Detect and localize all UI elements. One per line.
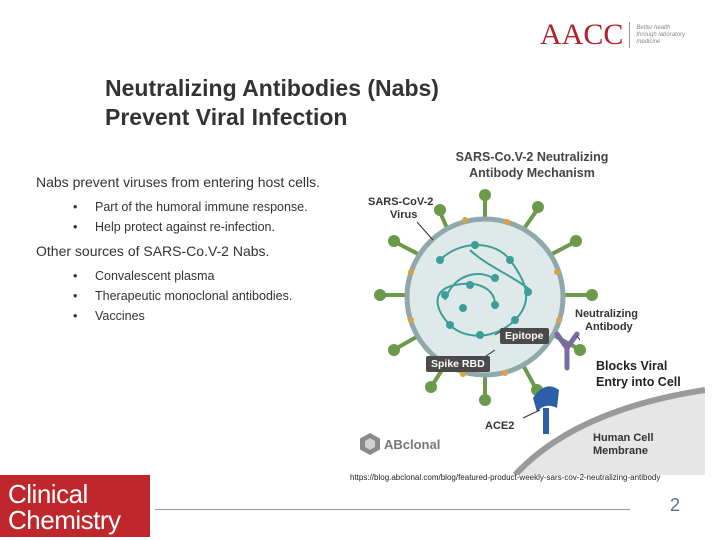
blocks-entry-line1: Blocks Viral xyxy=(596,358,681,374)
bullet: • xyxy=(73,217,77,237)
list-item-text: Vaccines xyxy=(95,309,145,323)
list-item-text: Convalescent plasma xyxy=(95,269,215,283)
list-item-text: Help protect against re-infection. xyxy=(95,220,275,234)
bullet: • xyxy=(73,197,77,217)
ace2-receptor xyxy=(533,386,559,434)
bullet: • xyxy=(73,286,77,306)
sources-list: • Convalescent plasma • Therapeutic monocl… xyxy=(36,266,346,326)
list-item-text: Part of the humoral immune response. xyxy=(95,200,308,214)
antibody-mechanism-figure: SARS-Co.V-2 Neutralizing Antibody Mechan… xyxy=(345,140,705,475)
source-url: https://blog.abclonal.com/blog/featured-… xyxy=(350,473,660,482)
abclonal-hexagon-icon xyxy=(359,432,381,456)
figure-title-line2: Antibody Mechanism xyxy=(442,165,622,181)
list-item: • Part of the humoral immune response. xyxy=(36,197,346,217)
blocks-entry-label: Blocks Viral Entry into Cell xyxy=(596,358,681,390)
antibody-label-line2: Antibody xyxy=(575,321,638,334)
nabs-list: • Part of the humoral immune response. • H… xyxy=(36,197,346,237)
bullet: • xyxy=(73,306,77,326)
slide-title: Neutralizing Antibodies (Nabs) Prevent V… xyxy=(105,74,525,132)
aacc-logo-text: AACC xyxy=(540,20,623,50)
footer-divider xyxy=(155,509,630,510)
virus-envelope xyxy=(407,219,563,375)
abclonal-text: ABclonal xyxy=(384,437,440,452)
list-item: • Vaccines xyxy=(36,306,346,326)
antibody-label-line1: Neutralizing xyxy=(575,308,638,321)
virus-label-line1: SARS-CoV-2 xyxy=(368,196,433,209)
list-item: • Therapeutic monoclonal antibodies. xyxy=(36,286,346,306)
epitope-tag: Epitope xyxy=(500,328,549,344)
virus-label: SARS-CoV-2 Virus xyxy=(368,196,433,222)
bullet: • xyxy=(73,266,77,286)
slide-title-line2: Prevent Viral Infection xyxy=(105,103,525,132)
journal-name-line1: Clinical xyxy=(8,481,88,507)
spike-rbd-tag: Spike RBD xyxy=(426,356,490,372)
list-item-text: Therapeutic monoclonal antibodies. xyxy=(95,289,292,303)
figure-title-line1: SARS-Co.V-2 Neutralizing xyxy=(442,149,622,165)
list-item: • Help protect against re-infection. xyxy=(36,217,346,237)
other-sources-paragraph: Other sources of SARS-Co.V-2 Nabs. xyxy=(36,242,346,261)
figure-title: SARS-Co.V-2 Neutralizing Antibody Mechan… xyxy=(442,149,622,181)
nabs-paragraph: Nabs prevent viruses from entering host … xyxy=(36,173,346,192)
antibody-shape xyxy=(557,334,577,368)
antibody-label: Neutralizing Antibody xyxy=(575,308,638,334)
ace2-label: ACE2 xyxy=(485,420,514,433)
aacc-logo: AACC Better health through laboratory me… xyxy=(540,18,686,52)
slide-body: Nabs prevent viruses from entering host … xyxy=(36,173,346,331)
membrane-label: Human Cell Membrane xyxy=(593,432,654,458)
logo-divider xyxy=(629,22,630,48)
clinical-chemistry-logo: Clinical Chemistry xyxy=(0,475,150,537)
membrane-label-line1: Human Cell xyxy=(593,432,654,445)
page-number: 2 xyxy=(670,495,680,516)
blocks-entry-line2: Entry into Cell xyxy=(596,374,681,390)
abclonal-logo: ABclonal xyxy=(359,432,440,456)
membrane-label-line2: Membrane xyxy=(593,445,654,458)
list-item: • Convalescent plasma xyxy=(36,266,346,286)
mechanism-illustration xyxy=(345,140,705,475)
virus-label-line2: Virus xyxy=(368,209,433,222)
aacc-tagline: Better health through laboratory medicin… xyxy=(636,25,686,46)
journal-name-line2: Chemistry xyxy=(8,507,121,533)
slide-title-line1: Neutralizing Antibodies (Nabs) xyxy=(105,74,525,103)
